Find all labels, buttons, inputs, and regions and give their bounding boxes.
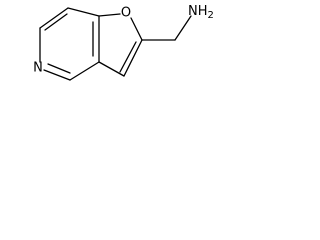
- bond-c4-c3a: [69, 61, 100, 81]
- oxygen-atom-label: O: [121, 6, 131, 21]
- bond-n5-c4-double: [47, 63, 71, 74]
- bond-c7a-c7: [67, 7, 100, 17]
- bond-c7-c6: [39, 7, 69, 29]
- amine-group-label: NH2: [188, 4, 214, 22]
- bond-c2-c3-double: [119, 41, 137, 73]
- nitrogen-atom-label: N: [33, 61, 43, 76]
- bond-c3-c3a: [98, 61, 125, 77]
- furopyridine-methanamine-structure: O N NH2: [33, 4, 214, 81]
- bond-n5-c4: [43, 69, 71, 81]
- bond-c2-c3: [123, 39, 143, 77]
- bond-c7-c6-double: [44, 13, 68, 31]
- bond-ch2-n: [174, 15, 192, 41]
- bond-o1-c2: [130, 17, 143, 41]
- pyridine-ring: [39, 7, 100, 81]
- bond-c7a-o1: [98, 13, 121, 17]
- aminomethyl-chain: [141, 15, 192, 41]
- furan-ring: [98, 13, 143, 77]
